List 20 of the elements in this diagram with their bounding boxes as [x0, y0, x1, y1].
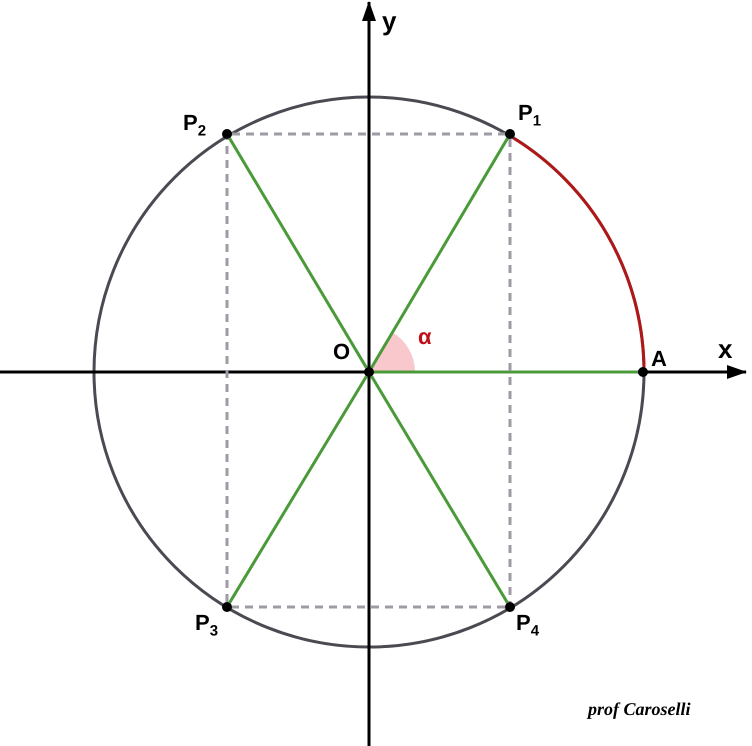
segment [374, 370, 638, 374]
segment [228, 376, 368, 604]
dashed-line [226, 139, 228, 602]
point-label: P$_{1}$ [518, 102, 542, 128]
segment [228, 138, 368, 368]
dashed-line [232, 132, 505, 136]
point-label: O [333, 341, 350, 363]
point-label: P$_{4}$ [516, 612, 540, 638]
point-label: P$_{3}$ [195, 612, 218, 638]
signature: prof Caroselli [588, 700, 691, 718]
angle-label: α [418, 326, 432, 348]
point-label: P$_{2}$ [183, 112, 206, 138]
dashed-line [508, 139, 512, 602]
segment [370, 138, 509, 368]
point-label: A [651, 348, 667, 370]
axis-label: y [382, 8, 396, 34]
axis-label: x [718, 336, 732, 362]
segment [370, 376, 509, 604]
arc [512, 136, 646, 368]
dashed-line [232, 606, 505, 608]
